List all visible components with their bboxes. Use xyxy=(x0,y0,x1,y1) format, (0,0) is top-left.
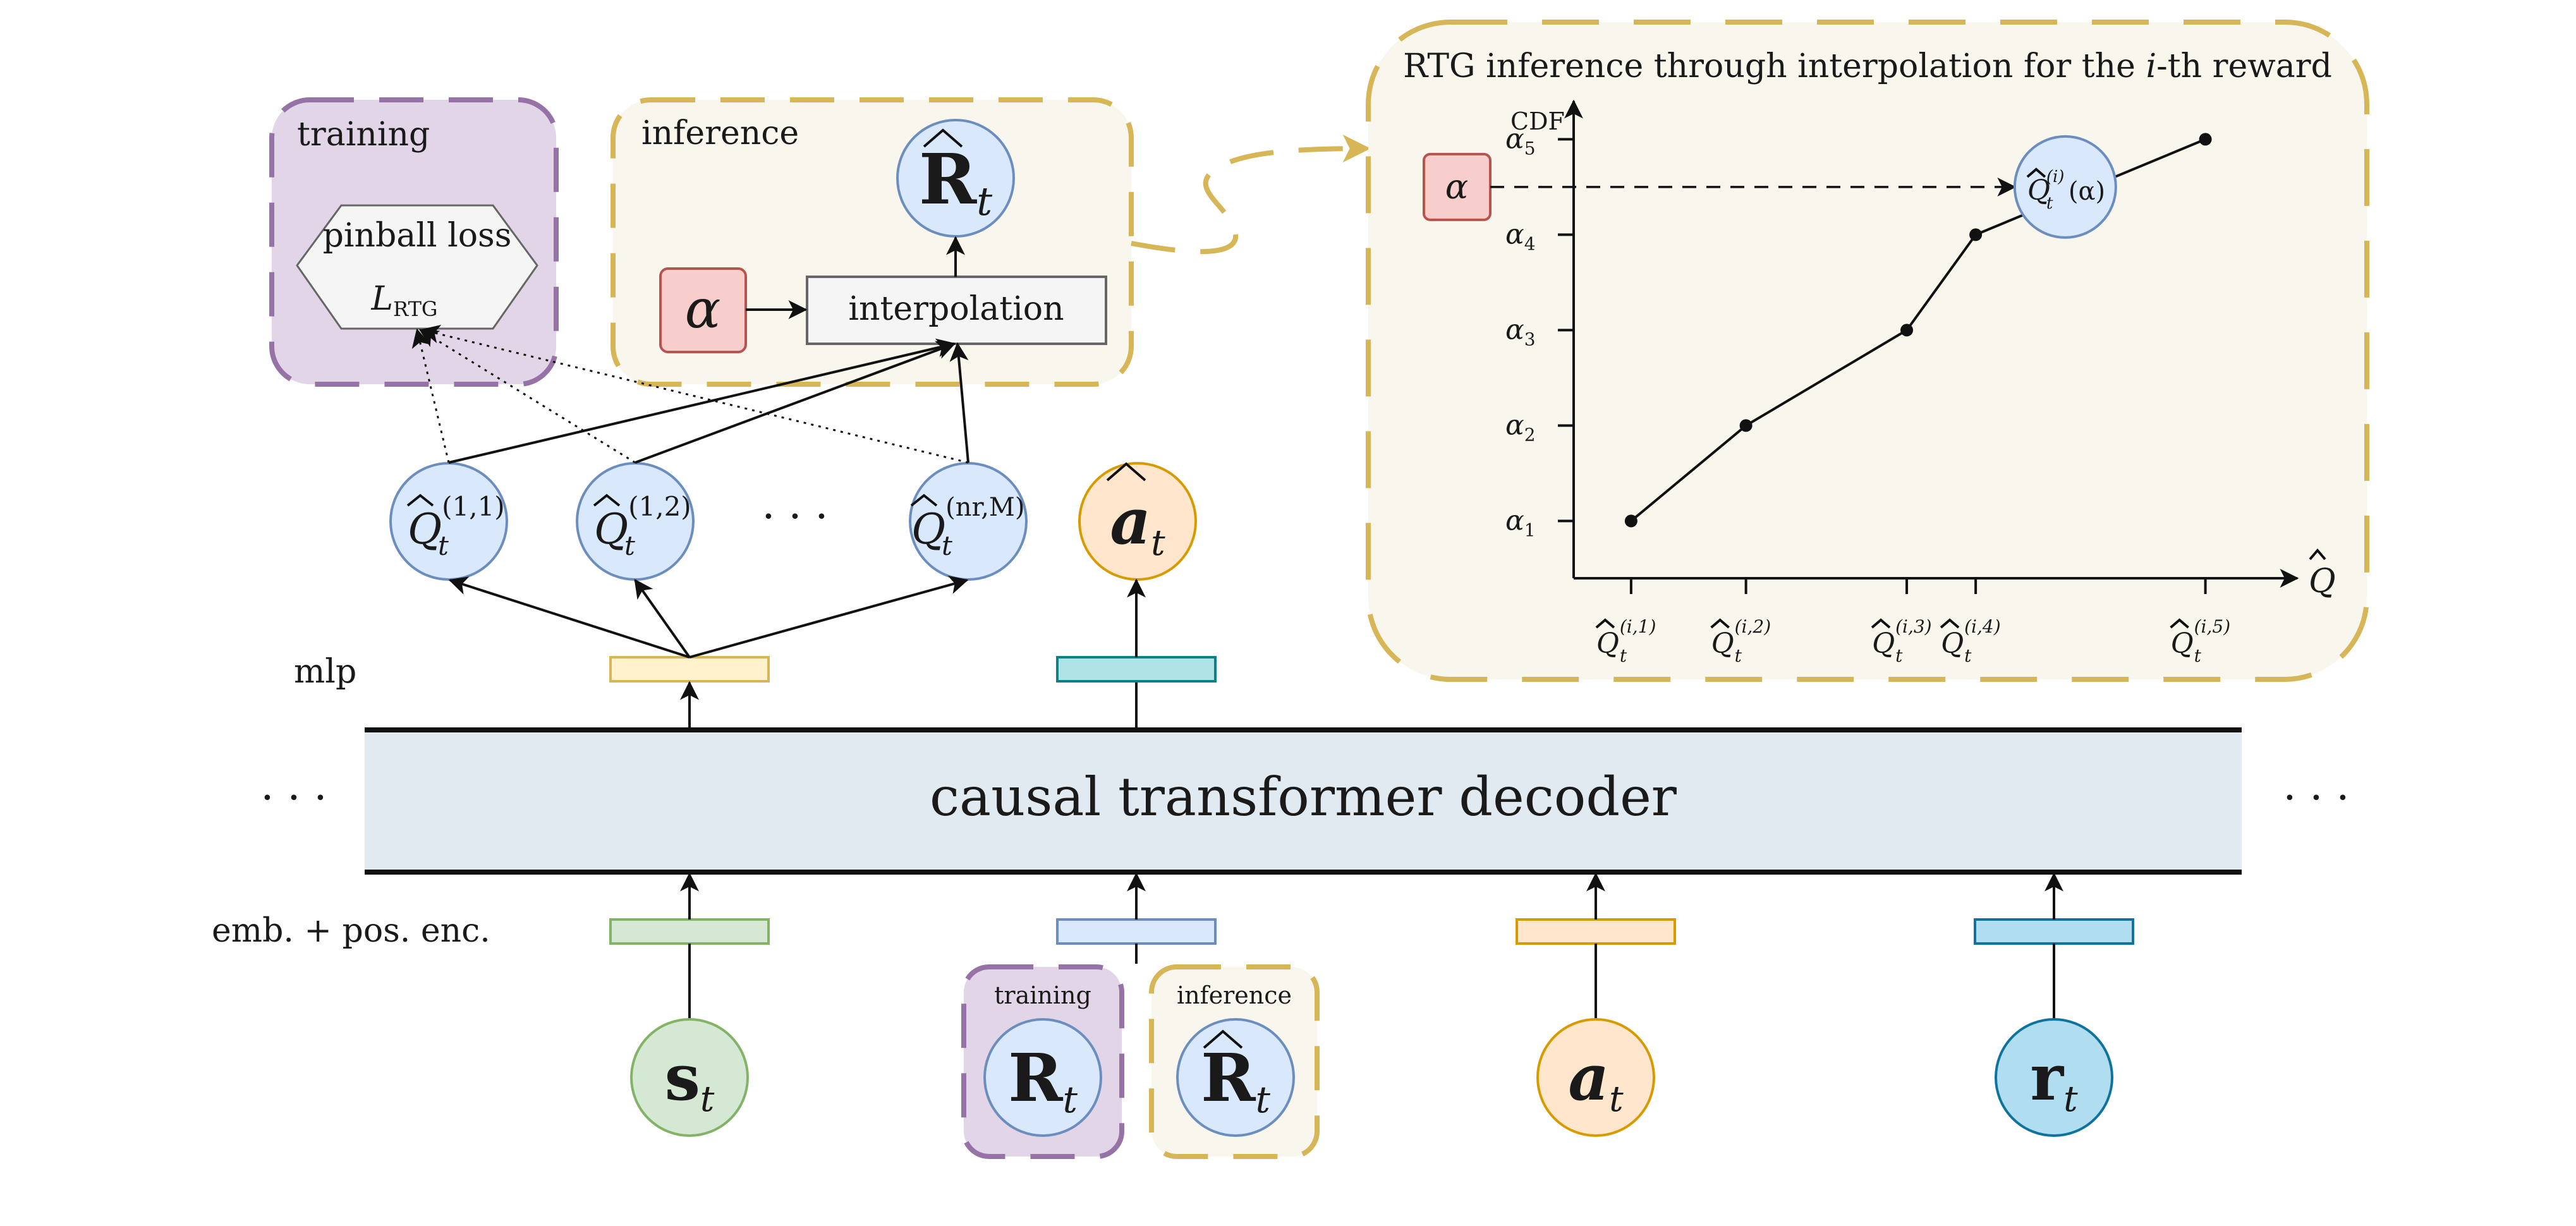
pinball-loss-label: pinball loss xyxy=(323,217,512,255)
chart-x-tick-hat xyxy=(1940,618,1960,629)
chart-title: RTG inference through interpolation for … xyxy=(1403,47,2332,85)
interpolation-label: interpolation xyxy=(848,290,1064,328)
chart-x-tick-sub: t xyxy=(1964,645,1972,666)
chart-x-tick-sup: (i,1) xyxy=(1620,616,1656,637)
rtg-output-label: Rt xyxy=(919,138,992,224)
chart-x-tick-hat xyxy=(2170,618,2189,629)
chart-x-tick-sub: t xyxy=(2194,645,2202,666)
ellipsis-right: · · · xyxy=(2283,774,2350,822)
svg-text:t: t xyxy=(942,530,952,561)
svg-text:at: at xyxy=(1110,484,1165,564)
pinball-loss-hexagon xyxy=(296,204,538,330)
quantile-node-1-1: Q(1,1) t xyxy=(389,462,508,581)
quantile-to-loss-edges xyxy=(411,324,969,464)
svg-text:t: t xyxy=(438,530,449,561)
chart-point xyxy=(1900,324,1914,337)
chart-x-tick-label: Q xyxy=(1872,628,1895,660)
training-title: training xyxy=(297,116,430,154)
chart-point xyxy=(1969,228,1983,241)
mlp-rtg-head xyxy=(609,656,770,683)
input-action: at xyxy=(1536,1018,1655,1137)
decoder-label: causal transformer decoder xyxy=(930,766,1677,828)
input-state: st xyxy=(630,1018,749,1137)
chart-y-tick-label: α4 xyxy=(1505,218,1536,254)
chart-y-label: CDF xyxy=(1510,107,1565,135)
inference-to-chart-connector xyxy=(1131,135,1371,255)
chart-x-tick-hat xyxy=(1710,618,1730,629)
chart-point xyxy=(1739,419,1753,432)
chart-point xyxy=(1624,514,1637,528)
chart-x-tick-sub: t xyxy=(1735,645,1742,666)
mlp-label: mlp xyxy=(294,653,356,691)
mlp-edges xyxy=(448,575,1146,729)
svg-text:training: training xyxy=(994,981,1091,1009)
chart-y-tick-label: α5 xyxy=(1505,123,1536,159)
svg-text:Rt: Rt xyxy=(1008,1039,1078,1121)
quantile-nodes: Q(1,1) t Q(1,2) t · · · Q(nr,M) t at xyxy=(389,462,1197,581)
svg-text:st: st xyxy=(665,1040,715,1120)
chart-x-tick-sub: t xyxy=(1895,645,1903,666)
chart-y-tick-label: α2 xyxy=(1505,409,1536,445)
chart-x-tick-sup: (i,2) xyxy=(1735,616,1771,637)
chart-interpolated-label: Q xyxy=(2027,174,2050,207)
quantile-to-interpolation-edges xyxy=(448,338,969,464)
chart-x-tick-hat xyxy=(1871,618,1891,629)
input-rtg-inference: inference Rt xyxy=(1149,964,1320,1159)
inference-box: inference α interpolation Rt xyxy=(611,97,1134,387)
chart-x-label-hat xyxy=(2309,548,2326,561)
chart-x-label: Q xyxy=(2309,562,2336,600)
chart-segment xyxy=(1745,329,1908,427)
svg-text:t: t xyxy=(624,530,635,561)
chart-interpolated-hat xyxy=(2026,167,2046,178)
svg-text:rt: rt xyxy=(2030,1040,2078,1120)
emb-label: emb. + pos. enc. xyxy=(212,912,490,950)
action-output-node: at xyxy=(1078,462,1197,581)
chart-plot: CDFQα1Q(i,1)tα2Q(i,2)tα3Q(i,3)tα4Q(i,4)t… xyxy=(1423,99,2336,666)
causal-transformer-decoder: causal transformer decoder xyxy=(365,727,2242,875)
chart-x-tick-label: Q xyxy=(2171,628,2194,660)
svg-text:Q(1,1): Q(1,1) xyxy=(408,491,505,554)
embedding-bars xyxy=(609,872,2134,1021)
chart-interpolated-node xyxy=(2013,135,2117,239)
chart-x-tick-sup: (i,3) xyxy=(1895,616,1932,637)
inference-title: inference xyxy=(641,114,799,152)
svg-text:Rt: Rt xyxy=(1201,1039,1270,1121)
chart-segment xyxy=(1630,424,1747,522)
mlp-action-head xyxy=(1056,656,1217,683)
loss-symbol: LRTG xyxy=(371,280,438,321)
svg-text:Q(1,2): Q(1,2) xyxy=(594,491,691,554)
chart-x-tick-sup: (i,4) xyxy=(1964,616,2001,637)
chart-interpolated-arg: (α) xyxy=(2069,177,2105,206)
chart-x-tick-label: Q xyxy=(1941,628,1964,660)
quantile-node-1-2: Q(1,2) t xyxy=(576,462,695,581)
chart-x-tick-label: Q xyxy=(1711,628,1734,660)
chart-x-tick-sup: (i,5) xyxy=(2194,616,2231,637)
chart-interpolated-sub: t xyxy=(2046,194,2053,213)
input-reward: rt xyxy=(1995,1018,2113,1137)
svg-text:at: at xyxy=(1568,1040,1624,1120)
chart-x-tick-label: Q xyxy=(1596,628,1619,660)
training-box: training pinball loss LRTG xyxy=(269,97,559,387)
svg-text:inference: inference xyxy=(1177,981,1292,1009)
chart-segment xyxy=(1905,234,1977,331)
chart-x-tick-sub: t xyxy=(1620,645,1627,666)
quantile-node-nr-m: Q(nr,M) t xyxy=(909,462,1028,581)
input-rtg-training: training Rt xyxy=(961,964,1124,1159)
svg-text:Q(nr,M): Q(nr,M) xyxy=(911,493,1024,554)
chart-interpolated-sup: (i) xyxy=(2046,167,2065,186)
chart-y-tick-label: α1 xyxy=(1505,504,1536,540)
chart-y-tick-label: α3 xyxy=(1505,313,1536,349)
quantile-ellipsis: · · · xyxy=(762,492,829,541)
chart-point xyxy=(2199,133,2212,146)
chart-x-tick-hat xyxy=(1595,618,1615,629)
chart-alpha-label: α xyxy=(1445,167,1468,207)
ellipsis-left: · · · xyxy=(261,774,327,822)
alpha-symbol: α xyxy=(685,278,721,340)
